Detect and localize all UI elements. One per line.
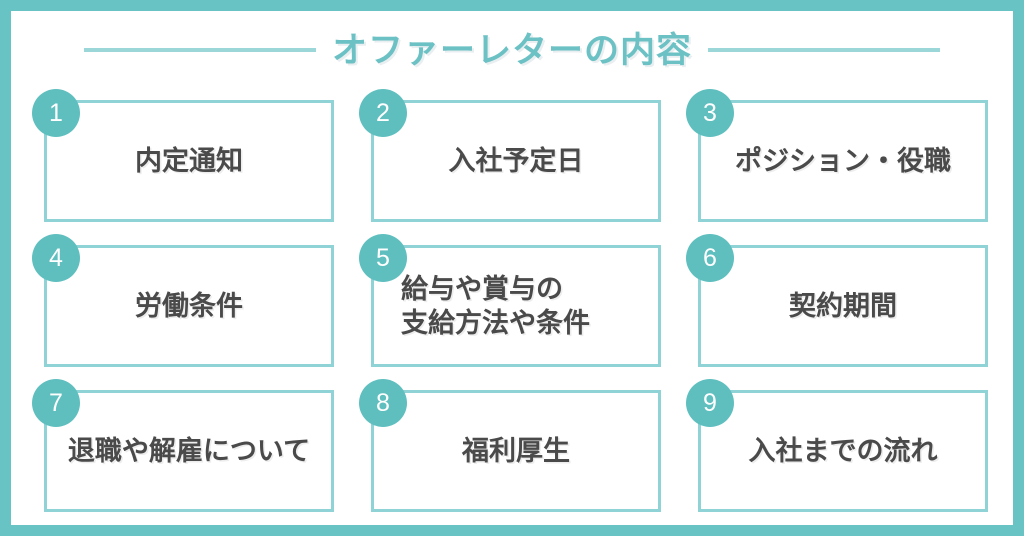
number-badge: 8 (359, 379, 407, 427)
item-card-4[interactable]: 労働条件 4 (32, 234, 334, 379)
card-frame (371, 100, 661, 222)
number-badge: 5 (359, 234, 407, 282)
number-badge: 3 (686, 89, 734, 137)
items-grid: 内定通知 1 入社予定日 2 ポジション・役職 3 労働条件 4 (32, 89, 993, 524)
number-badge: 7 (32, 379, 80, 427)
card-frame (44, 100, 334, 222)
card-frame (371, 245, 661, 367)
card-frame (44, 245, 334, 367)
number-badge: 9 (686, 379, 734, 427)
item-card-3[interactable]: ポジション・役職 3 (686, 89, 988, 234)
item-card-1[interactable]: 内定通知 1 (32, 89, 334, 234)
item-card-8[interactable]: 福利厚生 8 (359, 379, 661, 524)
card-frame (698, 100, 988, 222)
card-frame (44, 390, 334, 512)
number-badge: 2 (359, 89, 407, 137)
item-card-7[interactable]: 退職や解雇について 7 (32, 379, 334, 524)
page-title: オファーレターの内容 (331, 30, 692, 70)
card-frame (371, 390, 661, 512)
card-frame (698, 245, 988, 367)
item-card-6[interactable]: 契約期間 6 (686, 234, 988, 379)
number-badge: 1 (32, 89, 80, 137)
item-card-2[interactable]: 入社予定日 2 (359, 89, 661, 234)
number-badge: 4 (32, 234, 80, 282)
card-frame (698, 390, 988, 512)
item-card-9[interactable]: 入社までの流れ 9 (686, 379, 988, 524)
item-card-5[interactable]: 給与や賞与の 支給方法や条件 5 (359, 234, 661, 379)
title-rule-right (708, 48, 940, 52)
title-rule-left (83, 48, 316, 52)
header: オファーレターの内容 (11, 11, 1013, 89)
number-badge: 6 (686, 234, 734, 282)
